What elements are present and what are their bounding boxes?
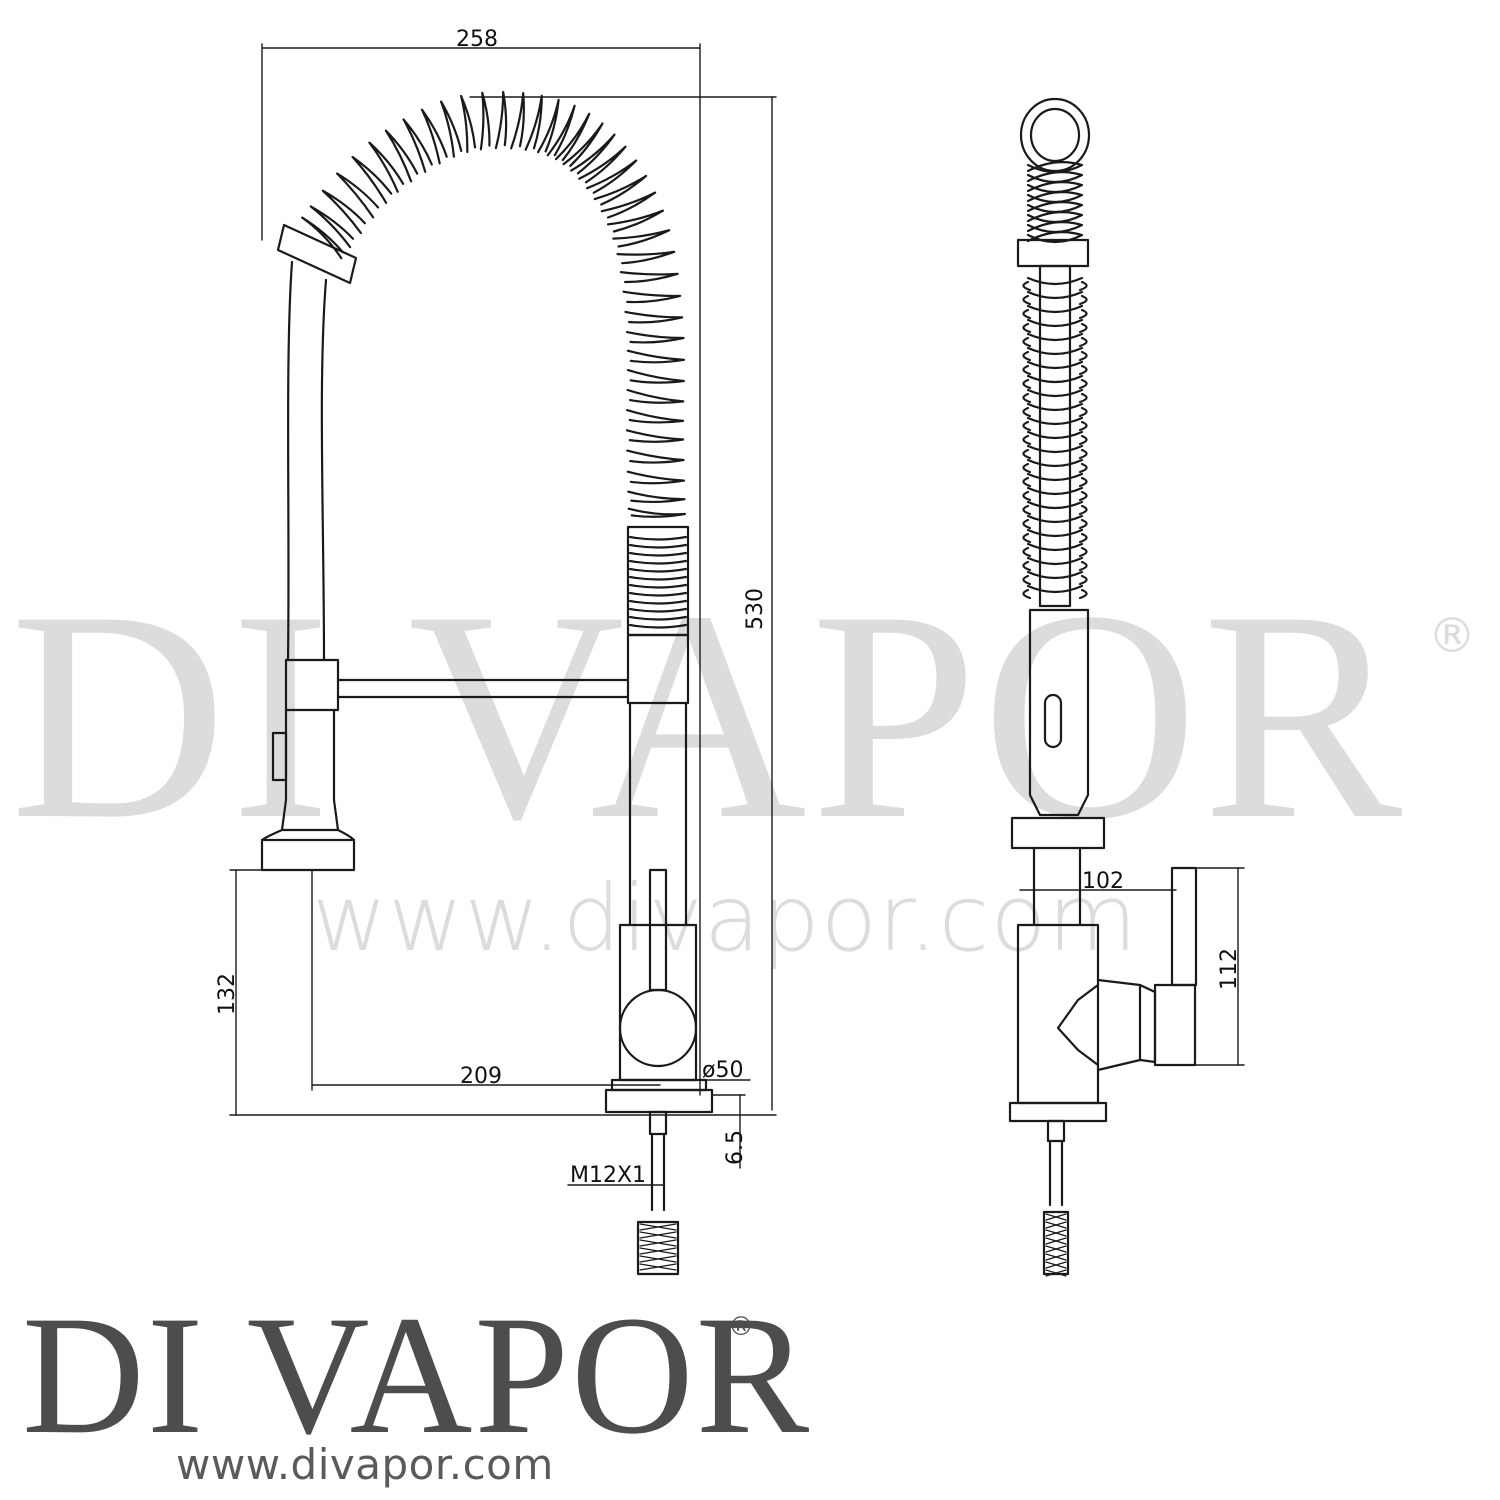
column-collar (626, 633, 690, 705)
dim-spout-reach: 209 (460, 1064, 502, 1089)
spray-head (276, 223, 358, 662)
dimension-lines-side (1019, 867, 1245, 1066)
mixer-body (604, 868, 714, 1212)
watermark-registered-mark: ® (1428, 608, 1476, 664)
column (628, 701, 688, 927)
supply-hose (636, 1220, 680, 1276)
spring-tight-section (626, 525, 690, 637)
dim-width-overall: 258 (456, 27, 498, 52)
side-column (1032, 846, 1082, 927)
coil-spring (301, 90, 686, 518)
side-holder (1010, 608, 1106, 850)
dim-height-overall: 530 (743, 588, 768, 630)
support-arm (336, 678, 630, 699)
watermark-url: www.divapor.com (312, 865, 1139, 972)
side-body (1008, 866, 1198, 1207)
dim-side-depth: 102 (1082, 869, 1124, 894)
watermark-brand: DI VAPOR (10, 549, 1407, 881)
dim-base-diameter: ø50 (702, 1058, 743, 1083)
dimension-lines-front (229, 43, 777, 1186)
dim-side-height: 112 (1217, 948, 1242, 990)
dim-thread: M12X1 (570, 1163, 646, 1188)
dim-base-height: 132 (215, 973, 240, 1015)
dim-plate-thickness: 6.5 (723, 1130, 748, 1165)
spray-holder (260, 658, 356, 872)
logo-registered-mark: ® (728, 1312, 754, 1342)
side-supply-hose (1042, 1210, 1070, 1277)
side-spring-lower (1022, 276, 1088, 600)
logo-url: www.divapor.com (176, 1440, 554, 1489)
brand-logo: DI VAPOR (22, 1281, 812, 1469)
side-coil-spring (1019, 97, 1091, 244)
